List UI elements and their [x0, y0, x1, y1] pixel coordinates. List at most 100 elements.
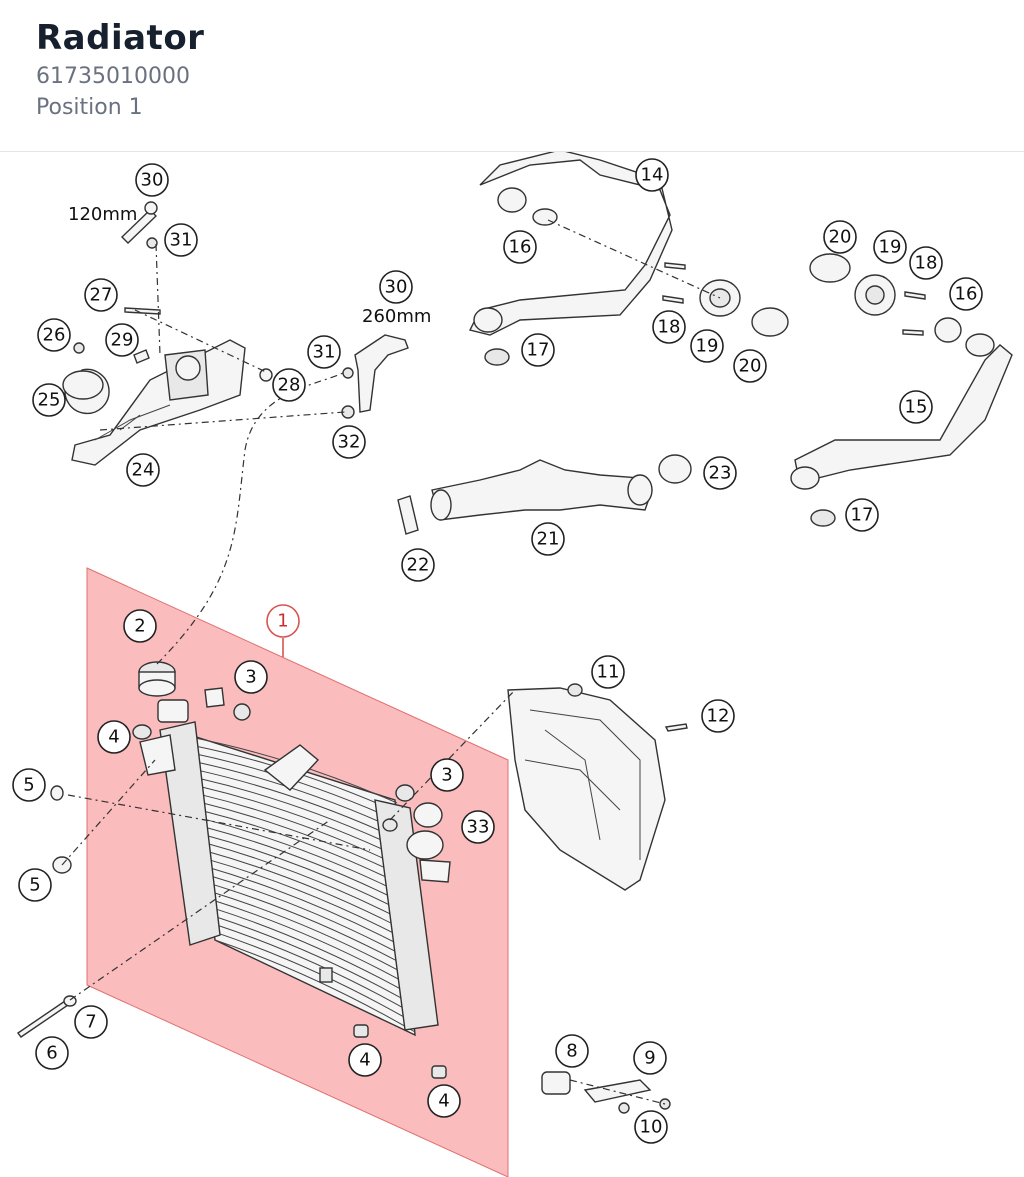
svg-text:1: 1 [277, 611, 288, 632]
callout-label[interactable]: 6 [35, 1036, 69, 1070]
callout-number: 26 [43, 325, 66, 346]
radiator-fin-line [198, 769, 401, 841]
fan-shroud-part [507, 683, 666, 891]
callout-label[interactable]: 23 [703, 456, 737, 490]
callout-label[interactable]: 19 [873, 230, 907, 264]
callout-label[interactable]: 33 [461, 810, 495, 844]
callout-circle [35, 1036, 69, 1070]
callout-circle [701, 699, 735, 733]
callout-circle [430, 758, 464, 792]
callout-label[interactable]: 21 [531, 522, 565, 556]
callout-label[interactable]: 17 [521, 333, 555, 367]
hose-end-part [965, 333, 995, 357]
callout-label[interactable]: 4 [97, 720, 131, 754]
sleeve-part [133, 349, 150, 364]
callout-circle [899, 390, 933, 424]
bolt-part [664, 262, 686, 270]
callout-circle [307, 335, 341, 369]
callout-number: 3 [441, 765, 452, 786]
callout-circle [126, 453, 160, 487]
callout-label[interactable]: 15 [899, 390, 933, 424]
callout-number: 5 [23, 775, 34, 796]
callout-number: 12 [707, 706, 730, 727]
callout-number: 23 [709, 463, 732, 484]
callout-label[interactable]: 3 [430, 758, 464, 792]
hose-length-note: 260mm [362, 306, 431, 327]
callout-label[interactable]: 17 [845, 498, 879, 532]
callout-label[interactable]: 22 [401, 548, 435, 582]
callout-number: 14 [641, 165, 664, 186]
callout-circle [135, 163, 169, 197]
callout-circle [633, 1041, 667, 1075]
callout-label[interactable]: 30 [379, 270, 413, 304]
callout-label[interactable]: 30 [135, 163, 169, 197]
callout-label[interactable]: 32 [332, 425, 366, 459]
bolt-part [662, 295, 684, 304]
callout-circle [348, 1043, 382, 1077]
clamp-part [934, 317, 962, 343]
callout-number: 11 [597, 662, 620, 683]
callout-label[interactable]: 26 [37, 318, 71, 352]
callout-label[interactable]: 11 [591, 655, 625, 689]
callout-label[interactable]: 18 [909, 246, 943, 280]
callout-circle [949, 277, 983, 311]
callout-label[interactable]: 24 [126, 453, 160, 487]
callout-label[interactable]: 12 [701, 699, 735, 733]
callout-label[interactable]: 27 [84, 278, 118, 312]
callout-label[interactable]: 20 [733, 349, 767, 383]
radiator-fin-line [210, 891, 411, 978]
radiator-fin-line [202, 818, 405, 896]
callout-label[interactable]: 7 [74, 1005, 108, 1039]
screw-part [664, 723, 688, 732]
callout-number: 16 [955, 284, 978, 305]
callout-circle [634, 1110, 668, 1144]
callout-circle [234, 660, 268, 694]
callout-label[interactable]: 4 [348, 1043, 382, 1077]
callout-number: 9 [644, 1048, 655, 1069]
hose-260mm-part [354, 334, 409, 413]
callout-circle [845, 498, 879, 532]
callout-circle [74, 1005, 108, 1039]
callout-label[interactable]: 19 [690, 329, 724, 363]
callout-circle [379, 270, 413, 304]
callout-label[interactable]: 25 [32, 383, 66, 417]
callout-label[interactable]: 3 [234, 660, 268, 694]
callout-label[interactable]: 1 [266, 604, 300, 657]
callout-number: 2 [134, 616, 145, 637]
callout-label[interactable]: 31 [164, 223, 198, 257]
callout-circle [105, 323, 139, 357]
callout-label[interactable]: 31 [307, 335, 341, 369]
callout-number: 18 [915, 253, 938, 274]
callout-label[interactable]: 14 [635, 158, 669, 192]
callout-label[interactable]: 16 [503, 230, 537, 264]
callout-label[interactable]: 4 [427, 1084, 461, 1118]
callout-label[interactable]: 20 [823, 220, 857, 254]
callout-label[interactable]: 2 [123, 609, 157, 643]
radiator-fin-line [197, 761, 400, 831]
callout-number: 4 [108, 727, 119, 748]
callout-circle [84, 278, 118, 312]
callout-number: 30 [385, 277, 408, 298]
callout-circle [690, 329, 724, 363]
callout-number: 17 [851, 505, 874, 526]
thermostat-housing-part [699, 253, 896, 337]
callout-label[interactable]: 29 [105, 323, 139, 357]
hose-end-part [497, 187, 527, 213]
coolant-hose-21-part [431, 459, 653, 521]
callout-circle [32, 383, 66, 417]
callout-label[interactable]: 8 [555, 1034, 589, 1068]
callout-circle [652, 310, 686, 344]
callout-label[interactable]: 18 [652, 310, 686, 344]
callout-number: 19 [696, 336, 719, 357]
bolt-part [17, 998, 72, 1038]
callout-label[interactable]: 10 [634, 1110, 668, 1144]
callout-label[interactable]: 5 [18, 868, 52, 902]
callout-number: 27 [90, 285, 113, 306]
callout-label[interactable]: 9 [633, 1041, 667, 1075]
callout-circle [703, 456, 737, 490]
hose-end-part [627, 474, 653, 506]
callout-label[interactable]: 5 [12, 768, 46, 802]
callout-label[interactable]: 28 [272, 368, 306, 402]
callout-label[interactable]: 16 [949, 277, 983, 311]
callout-circle [531, 522, 565, 556]
